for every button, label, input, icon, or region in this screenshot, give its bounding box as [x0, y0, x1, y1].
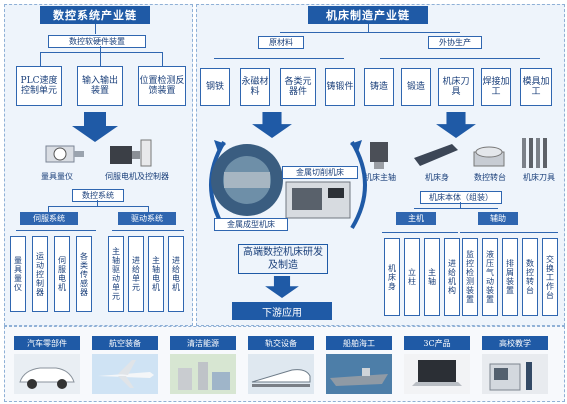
laptop-icon: [404, 354, 470, 394]
core-rd-box: 高端数控机床研发及制造: [238, 244, 328, 274]
main-unit-title: 主机: [396, 212, 436, 225]
position-feedback-box: 位置检测反馈装置: [138, 66, 186, 106]
drive-system-title: 驱动系统: [118, 212, 176, 225]
aux-item-monitor: 监控检测装置: [462, 238, 478, 316]
cutting-machine-image: [285, 181, 351, 219]
downstream-title: 下游应用: [232, 302, 332, 320]
outsource-title: 外协生产: [428, 36, 482, 49]
cutting-machine-label: 金属切削机床: [282, 166, 358, 179]
train-icon: [248, 354, 314, 394]
cnc-chain-title: 数控系统产业链: [40, 6, 150, 24]
raw-material-title: 原材料: [258, 36, 304, 49]
connector: [95, 24, 96, 34]
app-3c-label: 3C产品: [404, 336, 470, 350]
car-icon: [14, 354, 80, 394]
main-item-bed: 机床身: [384, 238, 400, 316]
aux-item-rotary: 数控转台: [522, 238, 538, 316]
connector: [280, 32, 460, 33]
spindle-label: 机床主轴: [364, 173, 396, 182]
connector: [48, 206, 148, 207]
raw-magnet-box: 永磁材料: [240, 68, 270, 106]
down-arrow-icon: [265, 276, 299, 298]
io-device-box: 输入输出装置: [77, 66, 123, 106]
drive-item-feed-motor: 进给电机: [168, 236, 184, 312]
down-arrow-icon: [252, 112, 292, 138]
servo-item-motion-controller: 运动控制器: [32, 236, 48, 312]
main-item-feed: 进给机构: [444, 238, 460, 316]
airplane-icon: [92, 354, 158, 394]
machine-body-title: 机床本体（组装）: [420, 191, 502, 204]
gauge-label: 量具量仪: [41, 172, 73, 181]
connector: [112, 230, 184, 231]
app-auto-parts-label: 汽车零部件: [14, 336, 80, 350]
drive-item-spindle-motor: 主轴电机: [148, 236, 164, 312]
outsource-mold-box: 模具加工: [520, 68, 552, 106]
ship-icon: [326, 354, 392, 394]
outsource-forging-box: 锻造: [401, 68, 431, 106]
connector: [97, 200, 98, 206]
aux-item-hydraulic: 液压气动装置: [482, 238, 498, 316]
cutting-tool-label: 机床刀具: [523, 173, 555, 182]
outsource-tool-box: 机床刀具: [438, 68, 474, 106]
drive-item-spindle-drive: 主轴驱动单元: [108, 236, 124, 312]
servo-item-sensors: 各类传感器: [76, 236, 92, 312]
connector: [148, 206, 149, 212]
spindle-icon: [370, 142, 388, 169]
rotary-table-icon: [473, 146, 505, 167]
cnc-hardware-title: 数控软硬件装置: [48, 35, 146, 48]
connector: [100, 46, 101, 66]
down-arrow-icon: [72, 112, 118, 142]
center-arc-right: [350, 140, 367, 230]
power-plant-icon: [170, 354, 236, 394]
app-aerospace-label: 航空装备: [92, 336, 158, 350]
app-rail-label: 轨交设备: [248, 336, 314, 350]
app-clean-energy-label: 清洁能源: [170, 336, 236, 350]
servo-system-title: 伺服系统: [20, 212, 78, 225]
connector: [380, 58, 540, 59]
connector: [48, 206, 49, 212]
main-item-spindle: 主轴: [424, 238, 440, 316]
drive-item-feed-unit: 进给单元: [128, 236, 144, 312]
servo-item-servo-motor: 伺服电机: [54, 236, 70, 312]
forming-machine-image: [211, 144, 283, 216]
connector: [162, 52, 163, 66]
machine-bed-icon: [414, 144, 458, 166]
connector: [16, 230, 96, 231]
connector: [382, 232, 458, 233]
cnc-system-title: 数控系统: [72, 189, 124, 202]
aux-item-chip: 排屑装置: [502, 238, 518, 316]
down-arrow-icon: [436, 112, 476, 138]
auxiliary-title: 辅助: [478, 212, 518, 225]
outsource-casting-box: 铸造: [364, 68, 394, 106]
machine-bed-label: 机床身: [425, 173, 449, 182]
servo-motor-icon: [110, 139, 152, 167]
raw-components-box: 各类元器件: [280, 68, 316, 106]
connector: [414, 208, 498, 209]
connector: [40, 52, 162, 53]
forming-machine-label: 金属成型机床: [214, 218, 288, 231]
raw-forgings-box: 铸锻件: [325, 68, 355, 106]
outsource-welding-box: 焊接加工: [481, 68, 511, 106]
connector: [214, 58, 344, 59]
connector: [460, 202, 461, 208]
servo-item-gauge: 量具量仪: [10, 236, 26, 312]
connector: [40, 52, 41, 66]
lab-equipment-icon: [482, 354, 548, 394]
machine-tool-chain-title: 机床制造产业链: [308, 6, 428, 24]
servo-motor-label: 伺服电机及控制器: [105, 172, 169, 181]
connector: [460, 232, 558, 233]
plc-unit-box: PLC速度控制单元: [16, 66, 62, 106]
raw-steel-box: 钢铁: [200, 68, 230, 106]
connector: [368, 24, 369, 32]
main-item-column: 立柱: [404, 238, 420, 316]
app-marine-label: 船舶海工: [326, 336, 392, 350]
cutting-tool-icon: [522, 138, 547, 168]
rotary-table-label: 数控转台: [474, 173, 506, 182]
app-education-label: 高校教学: [482, 336, 548, 350]
gauge-instrument-icon: [45, 145, 84, 163]
aux-item-exchange: 交换工作台: [542, 238, 558, 316]
